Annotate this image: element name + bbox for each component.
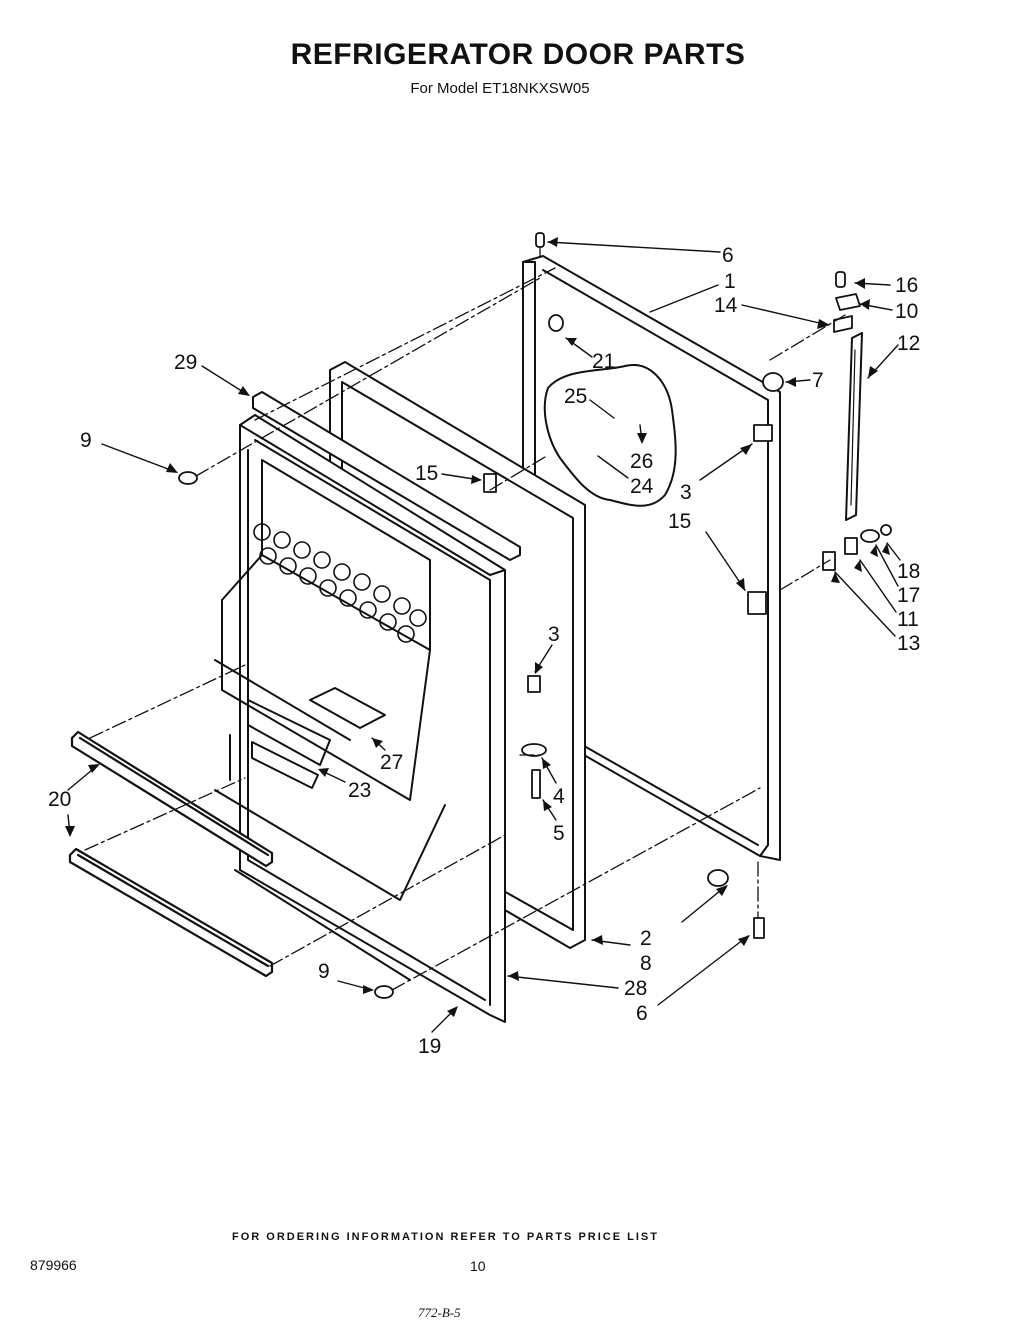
callout: 23 bbox=[348, 779, 371, 802]
callout: 27 bbox=[380, 751, 403, 774]
callout: 4 bbox=[553, 785, 565, 808]
callout: 6 bbox=[636, 1002, 648, 1025]
callout: 26 bbox=[630, 450, 653, 473]
document-number: 879966 bbox=[30, 1257, 77, 1273]
callout: 9 bbox=[80, 429, 92, 452]
hinge-rod bbox=[845, 332, 863, 521]
callout: 15 bbox=[668, 510, 691, 533]
callout: 18 bbox=[897, 560, 920, 583]
hardware bbox=[178, 232, 892, 999]
callout: 13 bbox=[897, 632, 920, 655]
callout: 10 bbox=[895, 300, 918, 323]
callout: 15 bbox=[415, 462, 438, 485]
callout: 3 bbox=[680, 481, 692, 504]
callout: 2 bbox=[640, 927, 652, 950]
callout: 16 bbox=[895, 274, 918, 297]
callout: 29 bbox=[174, 351, 197, 374]
callout: 12 bbox=[897, 332, 920, 355]
callout: 11 bbox=[897, 608, 919, 631]
outer-door-panel bbox=[522, 255, 781, 861]
ordering-note: FOR ORDERING INFORMATION REFER TO PARTS … bbox=[232, 1231, 659, 1243]
callout: 14 bbox=[714, 294, 738, 317]
door-strip bbox=[252, 391, 521, 561]
callout: 19 bbox=[418, 1035, 441, 1058]
cutaway-detail bbox=[543, 364, 677, 507]
callout: 24 bbox=[630, 475, 654, 498]
handwritten-note: 772-B-5 bbox=[418, 1305, 461, 1320]
alignment-lines bbox=[84, 247, 846, 991]
callout: 5 bbox=[553, 822, 565, 845]
shelf-bars bbox=[68, 730, 274, 978]
callout: 21 bbox=[592, 350, 615, 373]
arrowheads bbox=[65, 237, 890, 1017]
callout: 25 bbox=[564, 385, 587, 408]
page-number: 10 bbox=[470, 1258, 486, 1274]
callout: 8 bbox=[640, 952, 652, 975]
callout: 3 bbox=[548, 623, 560, 646]
part-callouts: 6 1 16 10 14 12 21 7 29 25 9 26 15 24 3 … bbox=[48, 244, 920, 1058]
callout: 6 bbox=[722, 244, 734, 267]
callout: 9 bbox=[318, 960, 330, 983]
callout: 28 bbox=[624, 977, 647, 1000]
callout: 17 bbox=[897, 584, 920, 607]
callout: 20 bbox=[48, 788, 71, 811]
inner-door-liner bbox=[214, 414, 506, 1023]
callout: 1 bbox=[724, 270, 736, 293]
callout: 7 bbox=[812, 369, 824, 392]
model-subtitle: For Model ET18NKXSW05 bbox=[410, 80, 590, 97]
page-title: REFRIGERATOR DOOR PARTS bbox=[290, 38, 746, 71]
